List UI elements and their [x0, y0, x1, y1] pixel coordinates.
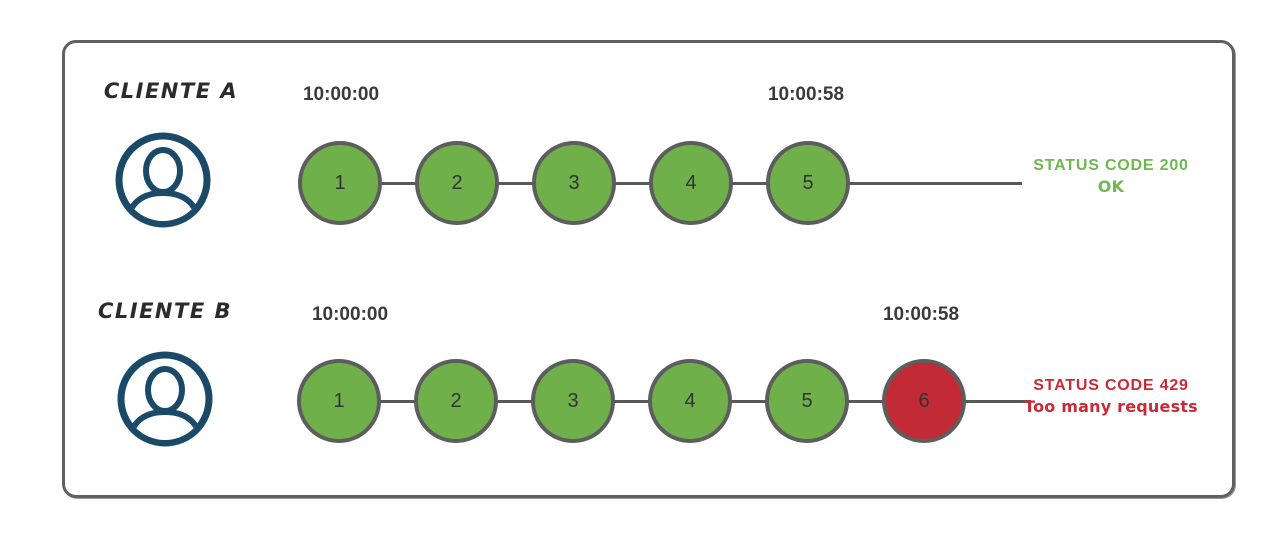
client-b-end-timestamp: 10:00:58 — [882, 304, 960, 325]
request-circle-2: 2 — [415, 141, 499, 225]
client-a-label: CLIENTE A — [103, 79, 239, 103]
user-b-icon — [117, 351, 213, 447]
client-a-status-message: OK — [1097, 177, 1125, 196]
client-a-status: STATUS CODE 200 OK — [1018, 155, 1204, 197]
client-b-status-code: STATUS CODE 429 — [1033, 377, 1189, 394]
client-a-end-timestamp: 10:00:58 — [767, 84, 845, 105]
outer-frame — [62, 40, 1235, 498]
request-circle-6: 6 — [882, 359, 966, 443]
client-a-status-code: STATUS CODE 200 — [1033, 157, 1189, 174]
client-b-status-message: Too many requests — [1024, 397, 1198, 416]
request-circle-3: 3 — [531, 359, 615, 443]
user-a-icon-head — [143, 147, 183, 195]
user-a-icon — [115, 132, 211, 228]
request-circle-1: 1 — [298, 141, 382, 225]
request-circle-1: 1 — [297, 359, 381, 443]
request-circle-5: 5 — [765, 359, 849, 443]
request-circle-5: 5 — [766, 141, 850, 225]
client-b-label: CLIENTE B — [97, 299, 232, 323]
client-a-start-timestamp: 10:00:00 — [302, 84, 380, 105]
request-circle-3: 3 — [532, 141, 616, 225]
request-circle-4: 4 — [649, 141, 733, 225]
client-b-start-timestamp: 10:00:00 — [311, 304, 389, 325]
request-circle-2: 2 — [414, 359, 498, 443]
client-b-status: STATUS CODE 429 Too many requests — [1018, 375, 1204, 417]
user-b-icon-head — [145, 366, 185, 414]
request-circle-4: 4 — [648, 359, 732, 443]
